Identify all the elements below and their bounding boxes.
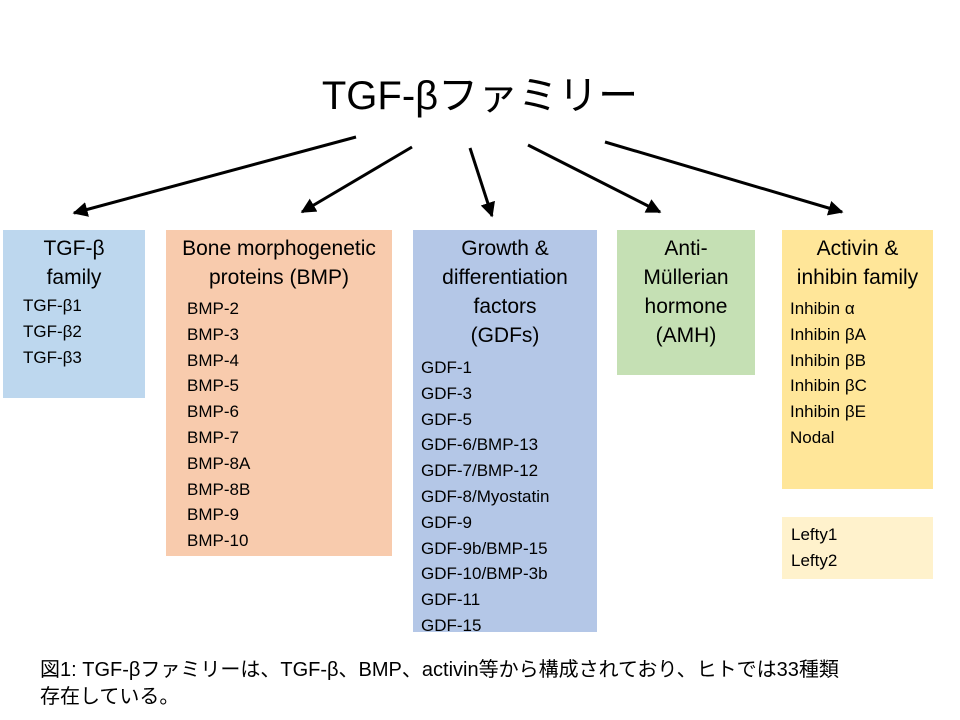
list-item: BMP-2 <box>187 299 239 318</box>
caption-line: 図1: TGF-βファミリーは、TGF-β、BMP、activin等から構成され… <box>40 659 839 681</box>
figure-caption: 図1: TGF-βファミリーは、TGF-β、BMP、activin等から構成され… <box>40 657 920 711</box>
list-item: BMP-7 <box>187 427 239 447</box>
list-item: BMP-3 <box>187 324 239 344</box>
heading-line: (GDFs) <box>470 324 540 347</box>
list-item: BMP-9 <box>187 505 239 525</box>
tgfb-family-list: TGF-β1 TGF-β2 TGF-β3 <box>3 293 145 370</box>
list-item: Inhibin α <box>790 299 855 318</box>
list-item: TGF-β1 <box>23 296 82 315</box>
arrow-to-gdf <box>468 147 495 218</box>
heading-line: inhibin family <box>796 266 919 289</box>
heading-line: proteins (BMP) <box>208 266 350 289</box>
activin-inhibin-list: Inhibin α Inhibin βA Inhibin βB Inhibin … <box>782 296 933 451</box>
list-item: Lefty1 <box>791 525 838 544</box>
list-item: Nodal <box>790 427 835 447</box>
heading-line: (AMH) <box>655 324 717 347</box>
list-item: BMP-5 <box>187 376 239 396</box>
list-item: TGF-β3 <box>23 347 82 367</box>
heading-line: differentiation <box>442 266 568 289</box>
tgfb-family-box: TGF-β family TGF-β1 TGF-β2 TGF-β3 <box>3 230 145 398</box>
amh-box: Anti- Müllerian hormone (AMH) <box>617 230 755 375</box>
activin-inhibin-box: Activin & inhibin family Inhibin α Inhib… <box>782 230 933 489</box>
list-item: BMP-6 <box>187 402 239 422</box>
activin-inhibin-heading: Activin & inhibin family <box>782 234 933 292</box>
heading-line: Activin & <box>816 237 899 260</box>
bmp-box: Bone morphogenetic proteins (BMP) BMP-2 … <box>166 230 392 556</box>
heading-line: Anti- <box>664 237 708 260</box>
arrow-to-amh <box>527 143 662 214</box>
list-item: Inhibin βB <box>790 350 866 370</box>
heading-line: family <box>46 266 102 289</box>
arrow-to-tgfb-family <box>72 135 357 217</box>
list-item: GDF-6/BMP-13 <box>421 435 539 455</box>
heading-line: Bone morphogenetic <box>182 237 376 260</box>
heading-line: factors <box>473 295 537 318</box>
bmp-list: BMP-2 BMP-3 BMP-4 BMP-5 BMP-6 BMP-7 BMP-… <box>166 296 392 554</box>
list-item: Inhibin βC <box>790 376 867 396</box>
gdf-list: GDF-1 GDF-3 GDF-5 GDF-6/BMP-13 GDF-7/BMP… <box>413 355 597 639</box>
list-item: BMP-4 <box>187 350 239 370</box>
list-item: GDF-1 <box>421 358 472 377</box>
list-item: BMP-8A <box>187 453 251 473</box>
list-item: GDF-5 <box>421 409 472 429</box>
list-item: GDF-9b/BMP-15 <box>421 538 548 558</box>
tgfb-family-heading: TGF-β family <box>3 234 145 292</box>
list-item: GDF-11 <box>421 590 481 610</box>
list-item: GDF-7/BMP-12 <box>421 461 539 481</box>
gdf-heading: Growth & differentiation factors (GDFs) <box>413 234 597 350</box>
list-item: GDF-9 <box>421 512 472 532</box>
caption-line: 存在している。 <box>40 686 180 708</box>
list-item: BMP-8B <box>187 479 251 499</box>
list-item: Inhibin βA <box>790 324 866 344</box>
list-item: GDF-10/BMP-3b <box>421 564 548 584</box>
heading-line: TGF-β <box>43 237 105 260</box>
list-item: Lefty2 <box>791 550 838 570</box>
heading-line: Müllerian <box>643 266 729 289</box>
list-item: GDF-15 <box>421 615 482 635</box>
list-item: TGF-β2 <box>23 321 82 341</box>
arrow-to-bmp <box>300 145 413 214</box>
bmp-heading: Bone morphogenetic proteins (BMP) <box>166 234 392 292</box>
list-item: BMP-10 <box>187 531 249 551</box>
list-item: Inhibin βE <box>790 402 866 422</box>
lefty-list: Lefty1 Lefty2 <box>782 522 933 574</box>
arrow-to-activin <box>604 140 844 216</box>
list-item: GDF-8/Myostatin <box>421 486 550 506</box>
gdf-box: Growth & differentiation factors (GDFs) … <box>413 230 597 635</box>
heading-line: Growth & <box>461 237 549 260</box>
amh-heading: Anti- Müllerian hormone (AMH) <box>617 234 755 350</box>
list-item: GDF-3 <box>421 383 472 403</box>
diagram-title: TGF-βファミリー <box>321 74 639 118</box>
lefty-box: Lefty1 Lefty2 <box>782 517 933 579</box>
heading-line: hormone <box>644 295 728 318</box>
